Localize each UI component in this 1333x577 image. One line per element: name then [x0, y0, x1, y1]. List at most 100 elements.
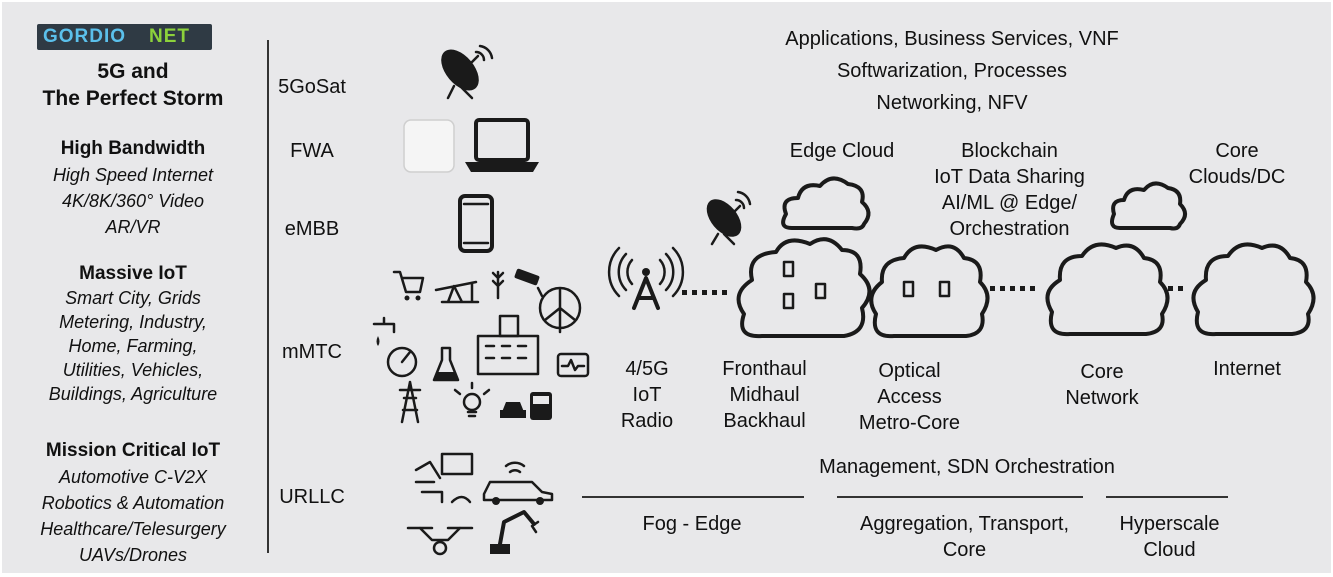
- radio-line: IoT: [632, 384, 662, 406]
- category-mmtc: mMTC: [282, 341, 342, 363]
- main-title-line2: The Perfect Storm: [42, 87, 224, 110]
- main-title-line1: 5G and: [97, 60, 169, 83]
- aggregation-line-text: Core: [942, 539, 987, 561]
- light-bulb-icon: [453, 381, 491, 418]
- power-tower-icon: [398, 380, 422, 424]
- category-5gosat: 5GoSat: [278, 76, 346, 98]
- wind-turbine-icon: [538, 286, 582, 334]
- hyperscale-line: [1106, 496, 1228, 498]
- radio-label: 4/5G IoT Radio: [597, 356, 697, 434]
- server-icon: [902, 280, 951, 298]
- category-fwa: FWA: [290, 140, 334, 162]
- core-network-cloud-icon: [1045, 242, 1170, 337]
- telesurgery-robot-icon: [414, 452, 474, 504]
- massive-iot-heading: Massive IoT: [79, 263, 187, 284]
- mission-critical-item: UAVs/Drones: [78, 545, 188, 565]
- radio-line: Radio: [620, 410, 674, 432]
- hyperscale-line-text: Cloud: [1143, 539, 1196, 561]
- smartphone-icon: [458, 194, 494, 253]
- oil-pump-icon: [434, 280, 480, 304]
- cell-tower-icon: [607, 246, 685, 310]
- satellite-dish-icon: [441, 44, 494, 100]
- core-network-line: Network: [1065, 387, 1139, 409]
- logo-part2: NET: [149, 26, 190, 47]
- category-embb: eMBB: [284, 218, 340, 240]
- optical-label: Optical Access Metro-Core: [847, 358, 972, 436]
- fog-edge-line: [582, 496, 804, 498]
- core-network-line: Core: [1080, 361, 1124, 383]
- category-urllc: URLLC: [279, 486, 345, 508]
- internet-label: Internet: [1213, 358, 1281, 380]
- dotted-link: [1168, 286, 1183, 291]
- core-clouds-line: Clouds/DC: [1188, 166, 1286, 188]
- massive-iot-item: Utilities, Vehicles,: [62, 360, 204, 380]
- mission-critical-item: Automotive C-V2X: [58, 467, 208, 487]
- massive-iot-item: Home, Farming,: [68, 336, 198, 356]
- dotted-link: [682, 290, 727, 295]
- management-label: Management, SDN Orchestration: [819, 456, 1115, 478]
- drone-icon: [406, 526, 474, 556]
- internet-cloud-icon: [1191, 242, 1316, 337]
- mission-critical-heading: Mission Critical IoT: [45, 440, 221, 461]
- fog-edge-label: Fog - Edge: [642, 513, 742, 535]
- water-tap-icon: [372, 316, 396, 346]
- haul-line: Backhaul: [723, 410, 806, 432]
- hyperscale-line-text: Hyperscale: [1119, 513, 1220, 535]
- top-text-applications: Applications, Business Services, VNF: [785, 28, 1119, 50]
- aggregation-line: [837, 496, 1083, 498]
- core-clouds-label: Core Clouds/DC: [1182, 138, 1292, 190]
- aggregation-line-text: Aggregation, Transport,: [859, 513, 1069, 535]
- high-bandwidth-item: AR/VR: [105, 217, 161, 237]
- connected-car-icon: [482, 461, 554, 505]
- left-divider: [267, 40, 269, 553]
- core-cloud-icon: [1110, 181, 1187, 231]
- haul-line: Midhaul: [729, 384, 800, 406]
- optical-line: Access: [877, 386, 942, 408]
- gauge-meter-icon: [386, 346, 418, 378]
- optical-line: Metro-Core: [858, 412, 961, 434]
- radio-line: 4/5G: [625, 358, 669, 380]
- high-bandwidth-item: 4K/8K/360° Video: [62, 191, 204, 211]
- massive-iot-item: Metering, Industry,: [59, 312, 207, 332]
- health-monitor-icon: [556, 352, 590, 378]
- fronthaul-cloud-icon: [736, 237, 872, 339]
- edge-cloud-icon: [781, 176, 871, 231]
- satellite-dish-icon: [706, 190, 752, 246]
- high-bandwidth-item: High Speed Internet: [52, 165, 214, 185]
- haul-line: Fronthaul: [722, 358, 807, 380]
- blockchain-line: Blockchain: [961, 140, 1058, 162]
- router-icon: [403, 119, 455, 173]
- massive-iot-item: Buildings, Agriculture: [48, 384, 218, 404]
- lab-flask-icon: [432, 346, 460, 382]
- shopping-cart-icon: [392, 270, 425, 301]
- aggregation-label: Aggregation, Transport, Core: [832, 511, 1097, 563]
- massive-iot-item: Smart City, Grids: [65, 288, 201, 308]
- blockchain-line: AI/ML @ Edge/: [941, 192, 1078, 214]
- blockchain-line: Orchestration: [949, 218, 1070, 240]
- hyperscale-label: Hyperscale Cloud: [1102, 511, 1237, 563]
- laptop-icon: [465, 118, 539, 172]
- top-text-softwarization: Softwarization, Processes: [836, 60, 1068, 82]
- mission-critical-item: Robotics & Automation: [41, 493, 225, 513]
- optical-line: Optical: [878, 360, 941, 382]
- optical-cloud-icon: [869, 244, 990, 339]
- core-clouds-line: Core: [1215, 140, 1259, 162]
- mission-critical-item: Healthcare/Telesurgery: [40, 519, 226, 539]
- left-panel: 5G and The Perfect Storm High Bandwidth …: [2, 2, 264, 573]
- logo-part1: GORDIO: [43, 26, 127, 47]
- blockchain-line: IoT Data Sharing: [934, 166, 1085, 188]
- core-network-label: Core Network: [1047, 359, 1157, 411]
- city-building-icon: [476, 314, 540, 376]
- robotic-arm-icon: [490, 510, 540, 554]
- high-bandwidth-heading: High Bandwidth: [60, 138, 206, 159]
- server-icon: [782, 260, 827, 310]
- car-bus-icon: [500, 392, 552, 420]
- haul-label: Fronthaul Midhaul Backhaul: [702, 356, 827, 434]
- edge-cloud-label: Edge Cloud: [789, 140, 895, 162]
- security-camera-icon: [514, 268, 544, 298]
- dotted-link: [990, 286, 1035, 291]
- logo: GORDIO NET: [37, 24, 212, 50]
- top-text-networking: Networking, NFV: [876, 92, 1028, 114]
